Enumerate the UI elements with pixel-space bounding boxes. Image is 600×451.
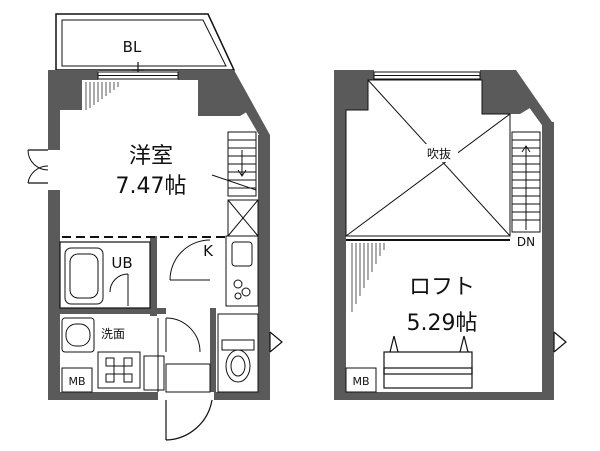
staircase-floor-2 xyxy=(511,131,541,233)
loft-size: 5.29帖 xyxy=(407,311,478,336)
curtain-hatch-floor-2 xyxy=(351,243,385,312)
floor-2-walls xyxy=(334,70,554,400)
meter-box-floor-2 xyxy=(345,367,377,393)
void-label: 吹抜 xyxy=(427,147,451,161)
loft-railing xyxy=(383,335,473,389)
floor-1: BL xyxy=(27,13,283,441)
balcony-label: BL xyxy=(123,38,142,56)
staircase-floor-1 xyxy=(211,131,257,197)
meter-box-label-floor-1: MB xyxy=(68,375,85,388)
front-door[interactable] xyxy=(165,363,213,441)
bath-label: UB xyxy=(111,254,132,272)
room-size: 7.47帖 xyxy=(116,174,187,199)
exterior-marker-floor-1 xyxy=(269,331,283,353)
toilet xyxy=(217,313,259,393)
kitchen-label: K xyxy=(203,242,214,260)
entry-door[interactable] xyxy=(27,149,60,190)
exterior-marker-floor-2 xyxy=(553,331,567,353)
balcony: BL xyxy=(55,13,236,78)
shoe-cabinet xyxy=(143,355,165,391)
curtain-hatch-floor-1 xyxy=(85,82,119,110)
window-top-floor-2 xyxy=(373,71,481,80)
hallway-door[interactable] xyxy=(169,239,211,281)
room-name: 洋室 xyxy=(129,144,173,169)
kitchen-counter xyxy=(225,235,259,307)
unit-bath xyxy=(59,241,151,309)
meter-box-label-floor-2: MB xyxy=(352,375,369,388)
window-top-floor-1 xyxy=(97,71,179,80)
washroom xyxy=(61,317,201,392)
loft-name: ロフト xyxy=(409,275,475,300)
storage-x xyxy=(227,199,259,237)
stair-down-label: DN xyxy=(517,235,535,249)
washroom-label: 洗面 xyxy=(101,327,125,341)
meter-box-floor-1 xyxy=(61,367,93,393)
washing-machine-pan xyxy=(97,351,141,389)
floor-2: 吹抜 DN xyxy=(334,70,567,400)
